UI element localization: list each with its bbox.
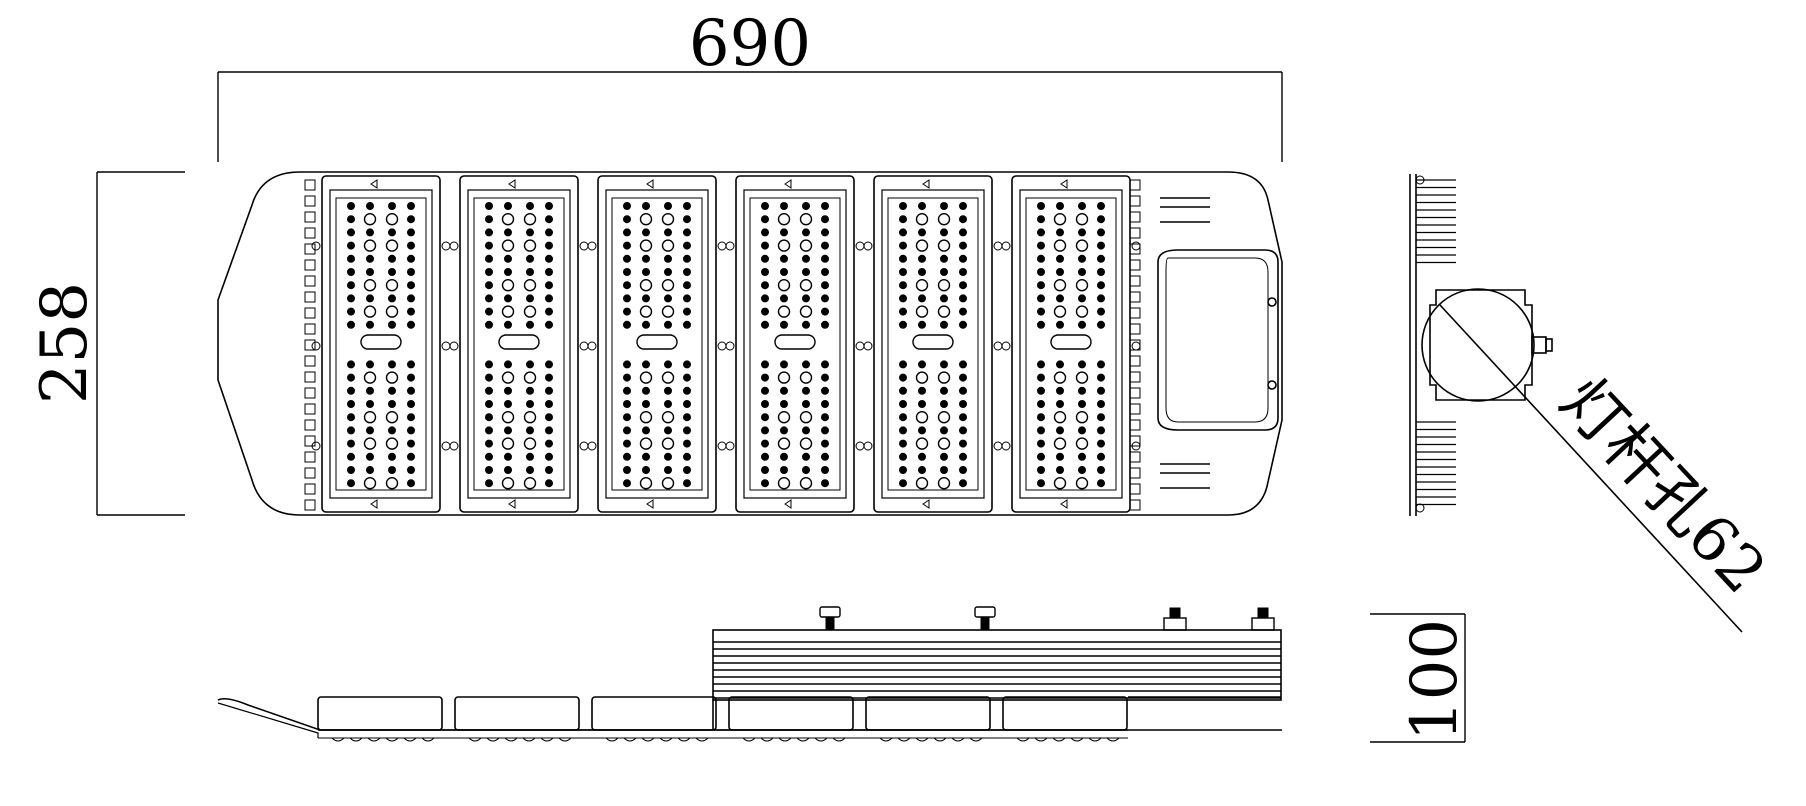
fin-tab [1129,387,1141,399]
end-view [1409,174,1743,633]
module-blocks [317,696,1281,742]
fin-tab [1129,499,1141,511]
clamp-block [1429,289,1533,401]
heat-sink-body [712,629,1282,701]
fin-tab [304,483,316,495]
fin-tab [1129,467,1141,479]
fin-tab [1129,403,1141,415]
end-fins [1415,175,1456,513]
fin-tab [1129,291,1141,303]
fin-tab [304,291,316,303]
fin-tab [1129,227,1141,239]
height-label: 100 [1398,619,1472,741]
fin-tab [304,211,316,223]
length-dimension [217,71,1283,162]
fin-tab [1129,355,1141,367]
led-module [725,175,865,513]
height-dimension [1370,613,1466,743]
fin-tab [304,323,316,335]
top-bolts [819,606,1275,631]
fin-tab [304,435,316,447]
led-modules [311,175,1141,513]
fin-tab [1129,483,1141,495]
top-view [96,71,1283,516]
width-dimension [96,171,185,516]
fin-tab [304,179,316,191]
fin-tab [1129,419,1141,431]
arm-profile [217,698,1282,731]
fin-tab [1129,451,1141,463]
fin-tab [304,467,316,479]
pole-mount-end [1157,197,1279,489]
led-module [1001,175,1141,513]
fin-tab [1129,435,1141,447]
led-module [863,175,1003,513]
fin-tab [304,451,316,463]
led-module [449,175,589,513]
pole-hole-leader [1439,304,1743,633]
fin-tab [1129,307,1141,319]
fin-tab [1129,371,1141,383]
fin-tab [1129,323,1141,335]
fin-tab [304,355,316,367]
pole-hole-circle [1421,288,1535,402]
fin-tab [1129,195,1141,207]
side-view [217,606,1466,743]
fin-tab [1129,211,1141,223]
fin-tab [304,243,316,255]
led-module [587,175,727,513]
fin-tab [304,419,316,431]
fin-tab [304,307,316,319]
length-label: 690 [689,7,811,81]
side-fins [304,179,1141,511]
fin-tab [304,371,316,383]
fin-tab [1129,259,1141,271]
fin-tab [1129,275,1141,287]
fin-tab [304,227,316,239]
heat-sink-fins [712,641,1281,730]
fin-tab [304,339,316,351]
led-module [311,175,451,513]
fin-tab [304,259,316,271]
width-label: 258 [28,282,102,404]
fin-tab [304,387,316,399]
pole-hole-label: 灯杆孔62 [1547,364,1781,608]
fin-tab [1129,179,1141,191]
fin-tab [304,275,316,287]
fin-tab [304,499,316,511]
housing-outline [217,171,1283,516]
fin-tab [304,403,316,415]
fin-tab [304,195,316,207]
